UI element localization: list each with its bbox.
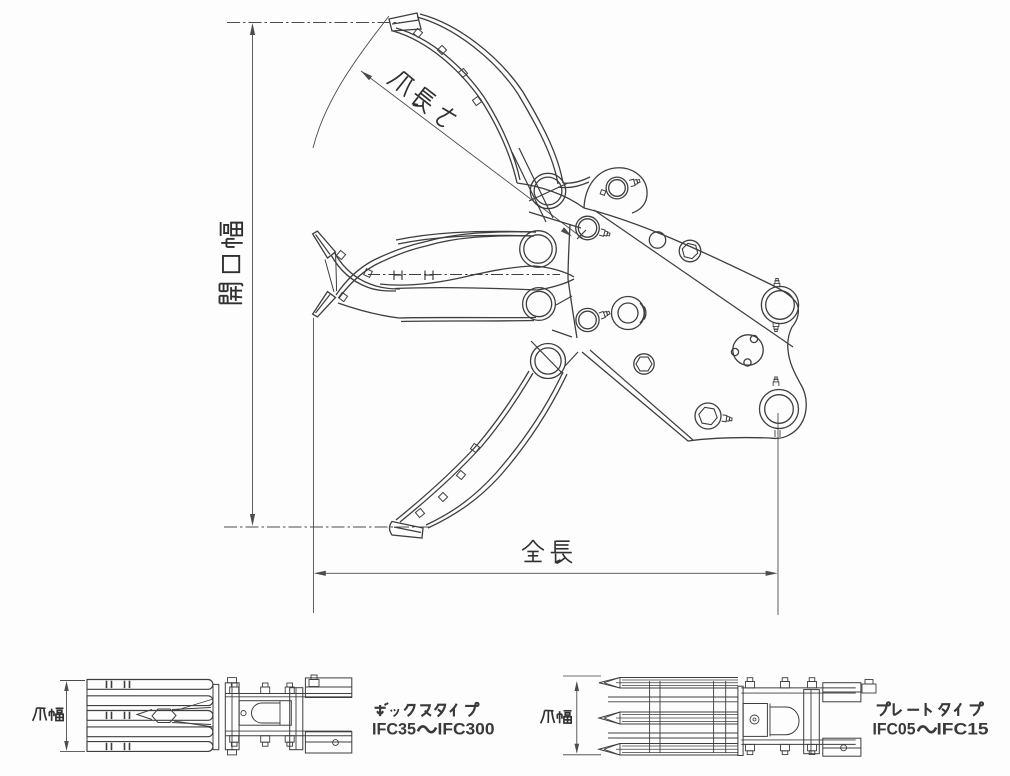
svg-text:IFC35: IFC35 bbox=[372, 720, 416, 739]
svg-text:IFC15: IFC15 bbox=[937, 720, 989, 739]
svg-text:IFC300: IFC300 bbox=[438, 720, 495, 739]
svg-text:IFC05: IFC05 bbox=[873, 720, 916, 739]
